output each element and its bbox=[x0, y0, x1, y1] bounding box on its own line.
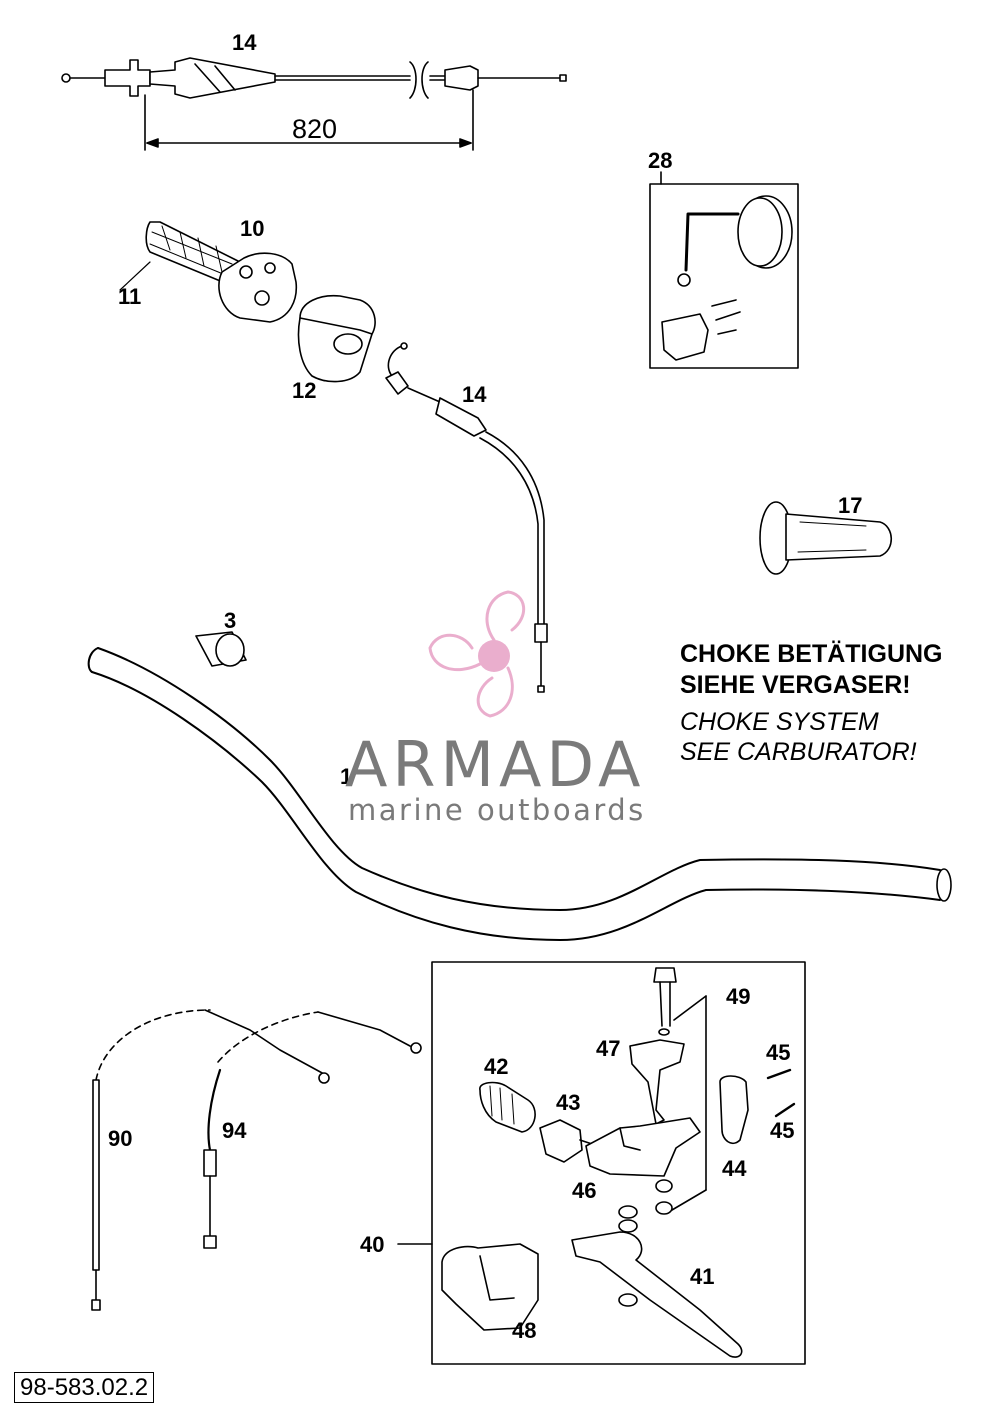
label-part-11: 11 bbox=[118, 284, 142, 309]
label-part-90: 90 bbox=[108, 1126, 133, 1151]
label-part-48: 48 bbox=[512, 1318, 537, 1343]
label-part-28: 28 bbox=[648, 148, 673, 173]
throttle-cable-top bbox=[61, 57, 567, 151]
label-part-46: 46 bbox=[572, 1178, 597, 1203]
label-part-47: 47 bbox=[596, 1036, 621, 1061]
throttle-housing-cover bbox=[297, 294, 376, 383]
label-part-12: 12 bbox=[292, 378, 317, 403]
label-part-49: 49 bbox=[726, 984, 751, 1009]
label-part-1: 1 bbox=[340, 764, 353, 789]
label-part-44: 44 bbox=[722, 1156, 747, 1181]
choke-note-de-line1: CHOKE BETÄTIGUNG bbox=[680, 640, 943, 668]
clutch-lever-parts bbox=[441, 967, 796, 1358]
choke-cable bbox=[385, 342, 548, 693]
document-number: 98-583.02.2 bbox=[14, 1372, 155, 1403]
throttle-grip-assembly bbox=[119, 221, 298, 323]
label-part-45-top: 45 bbox=[766, 1040, 791, 1065]
label-part-14-top: 14 bbox=[232, 30, 257, 55]
handlebar bbox=[87, 647, 952, 941]
label-part-43: 43 bbox=[556, 1090, 581, 1115]
label-part-45-bottom: 45 bbox=[770, 1118, 795, 1143]
left-grip bbox=[759, 501, 893, 575]
label-part-10: 10 bbox=[240, 216, 265, 241]
label-part-42: 42 bbox=[484, 1054, 509, 1079]
dimension-820: 820 bbox=[292, 114, 338, 144]
choke-note-de-line2: SIEHE VERGASER! bbox=[680, 671, 911, 699]
label-part-17: 17 bbox=[838, 493, 863, 518]
label-part-14-mid: 14 bbox=[462, 382, 487, 407]
handlebar-sleeve bbox=[195, 631, 247, 667]
choke-note-en-line1: CHOKE SYSTEM bbox=[680, 708, 879, 736]
watermark-title: ARMADA bbox=[345, 728, 646, 801]
clutch-cable-90 bbox=[91, 1009, 211, 1311]
clutch-cable-94 bbox=[203, 1009, 422, 1249]
label-part-94: 94 bbox=[222, 1118, 247, 1143]
choke-note-en-line2: SEE CARBURATOR! bbox=[680, 738, 917, 766]
watermark-subtitle: marine outboards bbox=[348, 793, 646, 827]
mirror-box bbox=[649, 171, 799, 369]
label-part-3: 3 bbox=[224, 608, 237, 633]
label-part-41: 41 bbox=[690, 1264, 715, 1289]
clutch-lever-box bbox=[397, 961, 806, 1365]
label-part-40: 40 bbox=[360, 1232, 385, 1257]
watermark-logo-icon bbox=[428, 590, 525, 718]
